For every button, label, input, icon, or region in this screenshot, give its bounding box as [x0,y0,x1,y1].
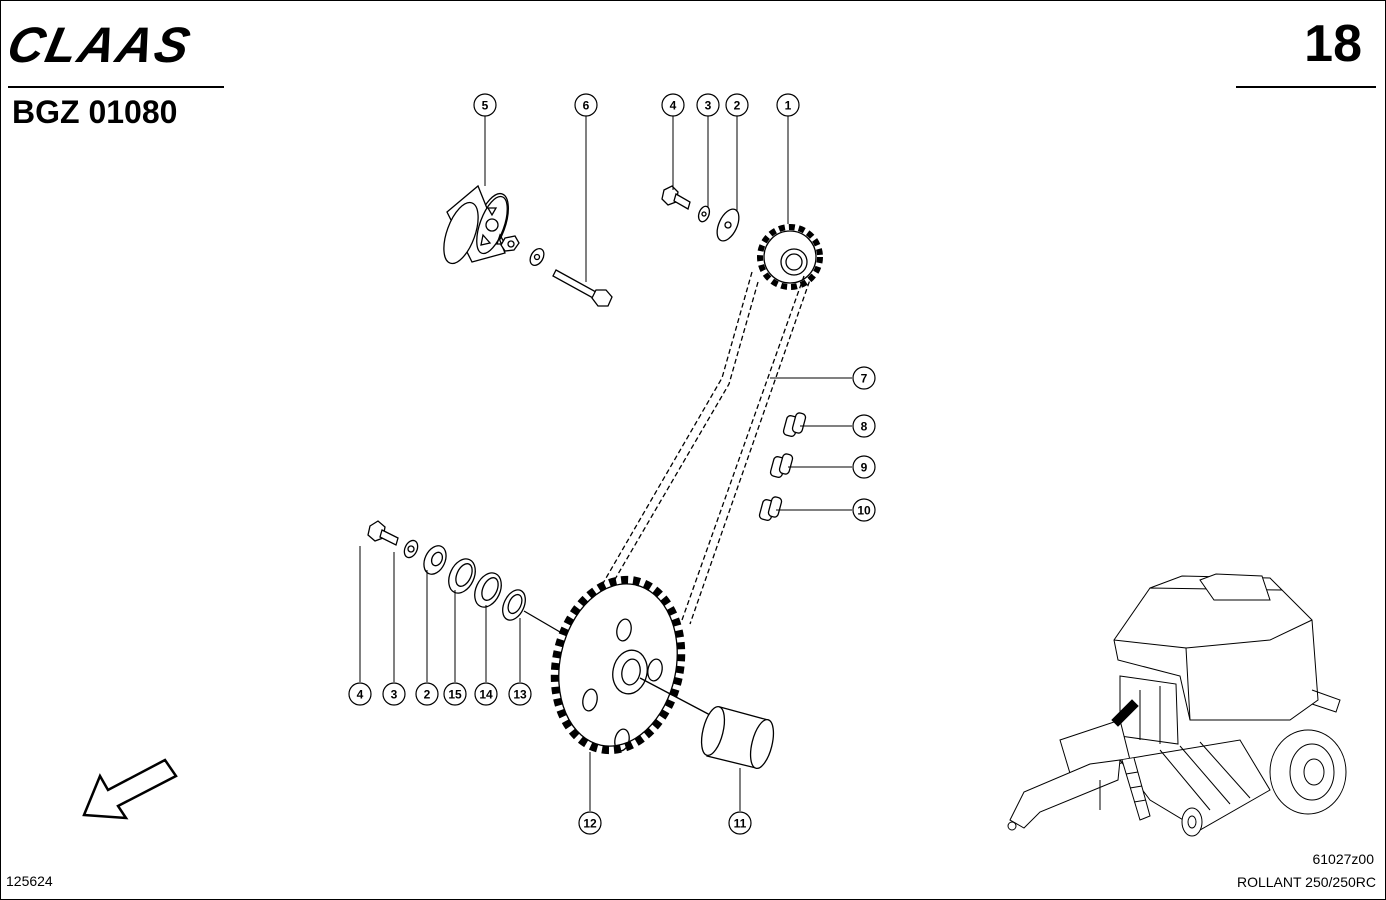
svg-text:9: 9 [861,461,868,475]
callout-2-lower: 2 [415,682,439,706]
callout-6: 6 [574,93,598,117]
svg-text:14: 14 [479,688,493,702]
callout-4-lower: 4 [348,682,372,706]
part-2-disc-lower [423,545,447,575]
callout-4-top: 4 [661,93,685,117]
leader-lines [359,116,852,811]
callout-3-lower: 3 [382,682,406,706]
callout-10: 10 [852,498,876,522]
callout-7: 7 [852,366,876,390]
svg-text:15: 15 [448,688,462,702]
svg-text:10: 10 [857,504,871,518]
reference-code: 61027z00 [1312,851,1374,867]
callout-15: 15 [443,682,467,706]
part-12-large-sprocket [550,575,686,755]
part-13-ring [502,589,526,621]
part-9-link [769,453,794,478]
callout-3-top: 3 [696,93,720,117]
svg-text:13: 13 [513,688,527,702]
callout-8: 8 [852,414,876,438]
callout-12: 12 [578,811,602,835]
part-10-link [758,496,783,521]
svg-text:12: 12 [583,817,597,831]
callouts: 5 6 4 3 2 1 7 8 [348,93,876,835]
part-4-bolt-top [661,185,691,210]
part-3-washer-top [697,205,711,223]
part-15-ring [448,558,476,594]
callout-13: 13 [508,682,532,706]
sprocket-axis-line [639,677,713,717]
svg-text:6: 6 [583,99,590,113]
callout-9: 9 [852,455,876,479]
part-3-washer-lower [403,539,419,559]
svg-text:5: 5 [482,99,489,113]
callout-1: 1 [776,93,800,117]
svg-text:3: 3 [705,99,712,113]
callout-11: 11 [728,811,752,835]
page-number: 18 [1304,15,1362,73]
baler-overview-illustration [1007,573,1347,837]
svg-text:4: 4 [670,99,677,113]
svg-text:1: 1 [785,99,792,113]
callout-5: 5 [473,93,497,117]
part-1-small-sprocket [757,224,823,290]
part-2-disc-top [716,208,740,242]
model-name: ROLLANT 250/250RC [1236,874,1376,890]
part-11-bushing [700,705,775,770]
svg-text:2: 2 [734,99,741,113]
svg-text:7: 7 [861,372,868,386]
svg-text:11: 11 [734,817,747,831]
claas-logo: CLAAS [10,20,197,68]
part-5-roller [443,184,509,265]
part-14-ring [474,572,502,608]
drawing-id: 125624 [6,873,53,889]
part-4-bolt-lower [367,520,399,546]
part-7-chain [583,271,813,625]
direction-arrow [82,758,178,820]
svg-text:4: 4 [357,688,364,702]
callout-2-top: 2 [725,93,749,117]
svg-text:8: 8 [861,420,868,434]
page-number-rule [1236,86,1376,88]
svg-text:3: 3 [391,688,398,702]
svg-text:CLAAS: CLAAS [10,20,197,68]
nut-and-washer [500,235,545,267]
part-8-link [782,412,807,437]
svg-text:2: 2 [424,688,431,702]
part-6-bolt [552,269,613,307]
header-rule [8,86,224,88]
assembly-axis-line [523,610,561,633]
callout-14: 14 [474,682,498,706]
group-code: BGZ 01080 [12,94,178,130]
